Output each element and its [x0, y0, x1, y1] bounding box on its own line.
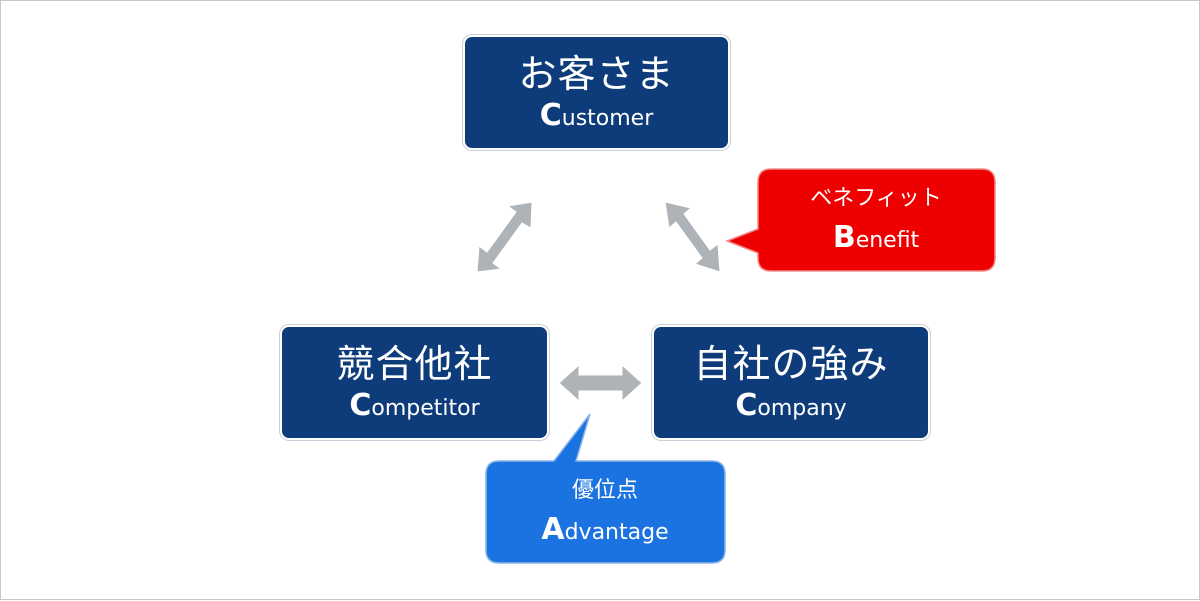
advantage-rest: dvantage — [564, 519, 669, 545]
benefit-rest: enefit — [855, 227, 920, 253]
customer-title-en: Customer — [540, 101, 654, 133]
company-initial: C — [735, 388, 758, 423]
arrow-competitor-company — [558, 363, 643, 403]
company-title-jp: 自社の強み — [693, 342, 889, 386]
advantage-title-en: Advantage — [541, 511, 669, 548]
customer-box: お客さま Customer — [463, 35, 730, 150]
competitor-title-en: Competitor — [349, 391, 480, 423]
arrow-customer-company — [664, 201, 721, 273]
advantage-initial: A — [541, 511, 565, 547]
advantage-title-jp: 優位点 — [571, 477, 638, 503]
benefit-title-jp: ベネフィット — [810, 185, 942, 211]
company-title-en: Company — [735, 391, 847, 423]
customer-rest: ustomer — [561, 106, 654, 131]
arrow-customer-competitor — [476, 201, 533, 273]
customer-title-jp: お客さま — [518, 52, 675, 96]
competitor-rest: ompetitor — [371, 396, 480, 421]
competitor-title-jp: 競合他社 — [336, 342, 493, 386]
customer-initial: C — [539, 98, 562, 133]
benefit-initial: B — [832, 219, 856, 255]
benefit-title-en: Benefit — [832, 219, 920, 256]
callout-advantage-shape — [485, 413, 726, 564]
company-box: 自社の強み Company — [652, 325, 930, 440]
competitor-box: 競合他社 Competitor — [280, 325, 549, 440]
benefit-callout: ベネフィット Benefit — [757, 169, 995, 271]
callout-benefit-shape — [724, 168, 996, 272]
company-rest: ompany — [757, 396, 847, 421]
competitor-initial: C — [349, 388, 372, 423]
advantage-callout: 優位点 Advantage — [485, 461, 725, 563]
